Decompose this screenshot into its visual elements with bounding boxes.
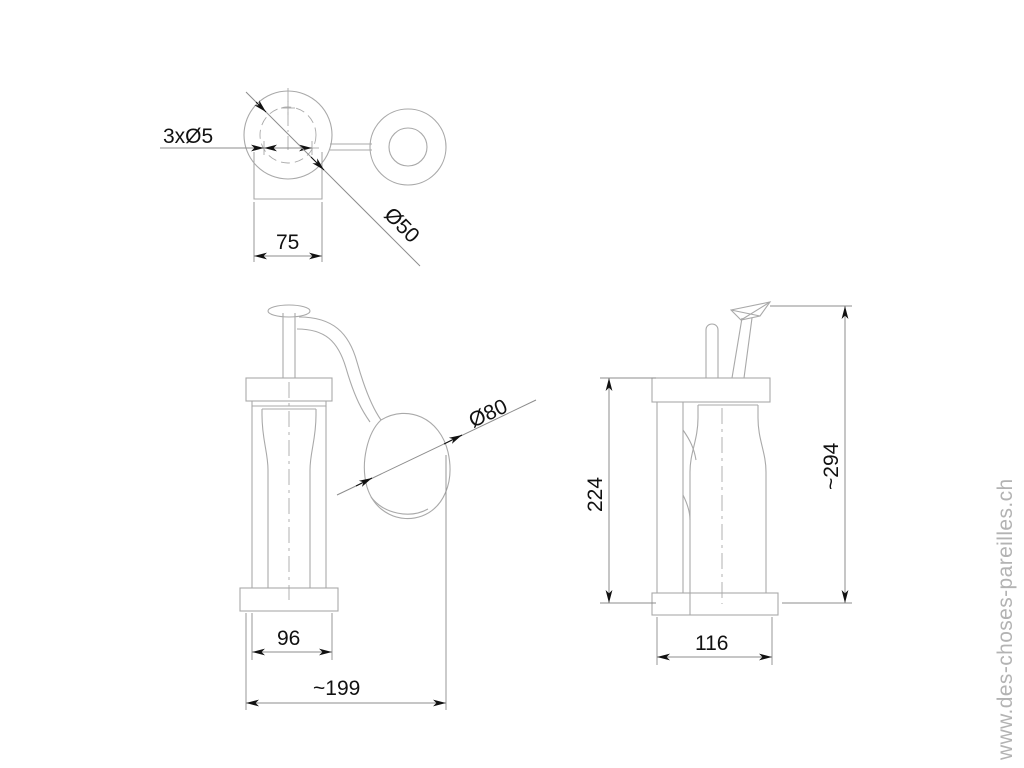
dimension-body-height-label: 224: [584, 477, 607, 512]
dimension-top-width: 75: [253, 202, 323, 262]
dimension-body-height: 224: [584, 377, 656, 604]
front-bulb-seam: [370, 496, 429, 515]
dimension-overall-width: ~199: [245, 455, 447, 710]
dimension-overall-width-label: ~199: [313, 677, 360, 700]
dimension-top-width-label: 75: [276, 231, 299, 254]
dimension-base-width: 116: [656, 617, 773, 665]
top-view-connector: [330, 143, 372, 151]
side-bottle-right: [757, 405, 767, 593]
side-base-plate: [651, 592, 779, 616]
view-front: Ø80 96 ~199: [239, 304, 537, 710]
side-plunger-rod: [705, 323, 719, 379]
dimension-base-width-label: 116: [695, 632, 728, 655]
front-plunger-knob: [267, 304, 311, 318]
top-view-annulus-inner: [388, 127, 428, 167]
front-gooseneck-outer: [298, 316, 382, 421]
view-side: 224 ~294 116: [584, 301, 852, 665]
dimension-overall-height: ~294: [770, 305, 852, 604]
front-cap: [245, 377, 333, 402]
front-bulb: [363, 412, 451, 520]
watermark-label: www.des-choses-pareilles.ch: [994, 478, 1017, 761]
front-holder-cylinder: [251, 406, 327, 588]
side-holder-bracket: [656, 402, 684, 593]
front-plunger-rod: [282, 313, 296, 378]
side-spout-tube: [731, 317, 753, 379]
side-inner-curve-a: [682, 429, 697, 461]
top-view-annulus-outer: [369, 108, 447, 186]
side-cap: [651, 377, 771, 403]
dimension-holes: 3xØ5: [160, 125, 312, 152]
dimension-holes-label: 3xØ5: [163, 125, 213, 148]
side-spout-knob-edge: [730, 301, 771, 321]
dimension-overall-height-label: ~294: [820, 442, 843, 490]
dimension-body-width-label: 96: [277, 627, 300, 650]
front-gooseneck-inner: [296, 328, 371, 423]
dimension-body-width: 96: [251, 613, 333, 660]
front-bottle-left: [261, 409, 269, 588]
front-bottle-right: [309, 409, 317, 588]
side-inner-curve-b: [682, 494, 691, 521]
top-view-bracket: [253, 152, 323, 200]
watermark: www.des-choses-pareilles.ch: [994, 478, 1017, 761]
side-bottle-left: [689, 405, 699, 593]
